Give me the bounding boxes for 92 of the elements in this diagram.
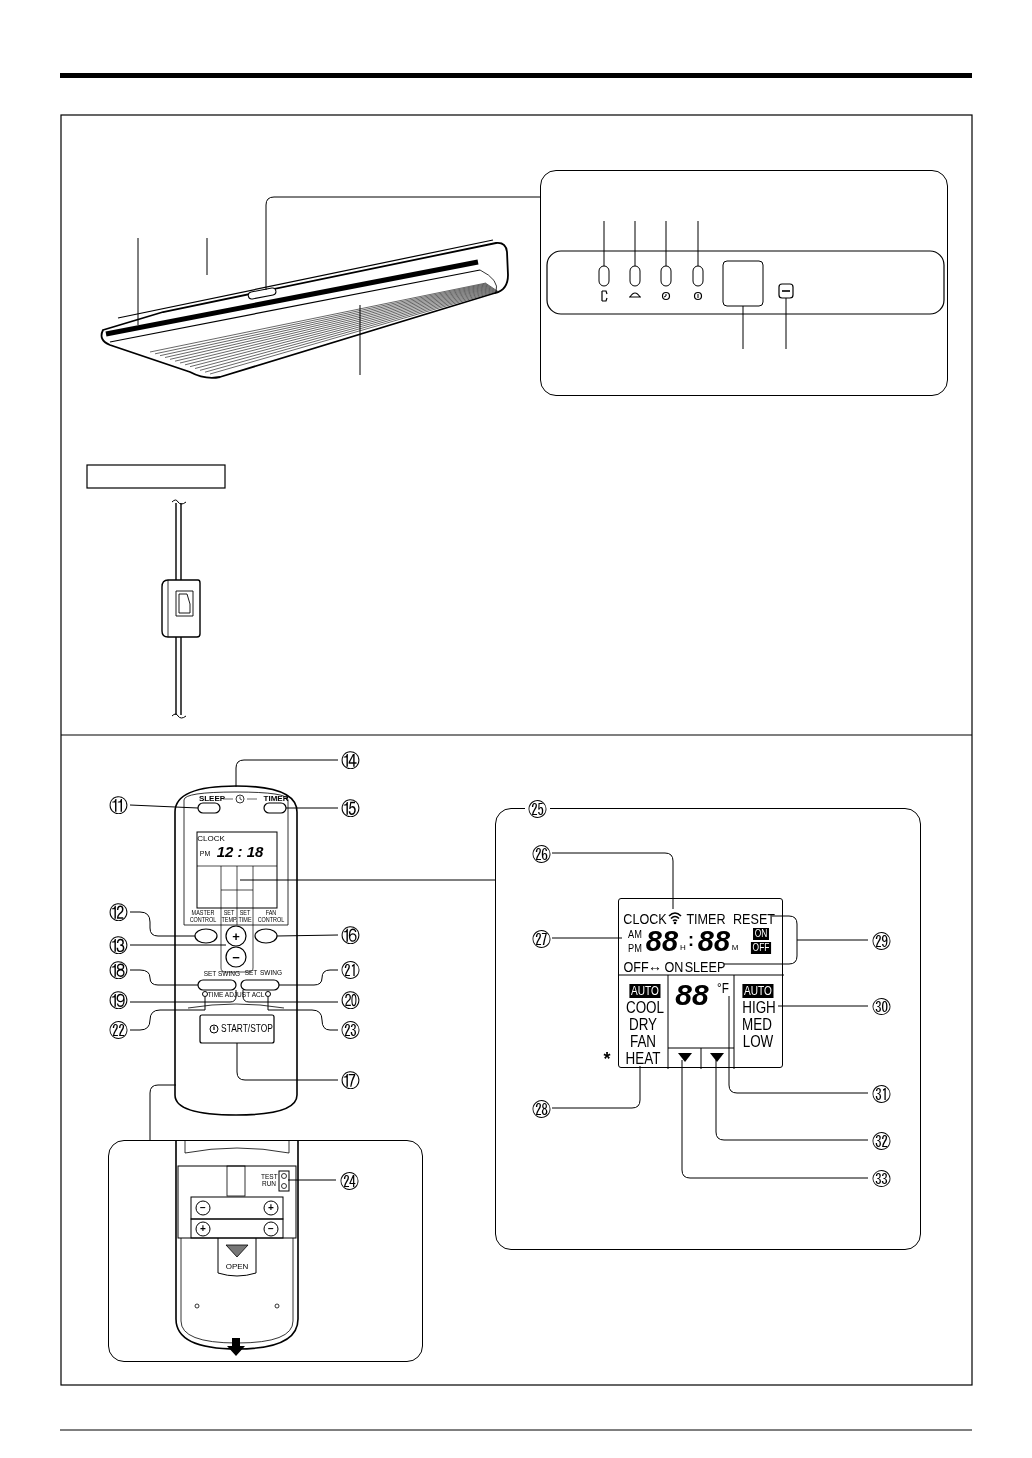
leader-line bbox=[129, 804, 199, 809]
callout-number: ⑱ bbox=[106, 958, 130, 982]
leader-line bbox=[149, 1084, 177, 1141]
lcd-indicator: RESET bbox=[733, 910, 775, 926]
remote-back-drawing bbox=[176, 1141, 298, 1349]
leader-line bbox=[236, 1042, 339, 1081]
lcd-indicator: M bbox=[731, 944, 739, 952]
leader-line bbox=[551, 852, 674, 910]
button-label: + bbox=[232, 929, 240, 943]
lcd-indicator: : bbox=[688, 931, 694, 949]
lcd-indicator: COOL bbox=[625, 1000, 665, 1016]
leader-line bbox=[267, 996, 339, 1031]
lcd-digits: 88 bbox=[645, 926, 679, 956]
lcd-display bbox=[618, 898, 783, 1068]
callout-number: ㉖ bbox=[529, 842, 553, 866]
polarity-sign: − bbox=[200, 1203, 206, 1213]
callout-number: ⑳ bbox=[338, 988, 362, 1012]
callout-number: ⑫ bbox=[106, 900, 130, 924]
lcd-indicator: DRY bbox=[628, 1017, 658, 1033]
lcd-indicator: LOW bbox=[742, 1034, 774, 1050]
callout-number: ㉑ bbox=[338, 958, 362, 982]
lcd-indicator: ↔ bbox=[648, 959, 662, 973]
callout-number: ㉗ bbox=[529, 927, 553, 951]
lcd-indicator: °F bbox=[717, 981, 729, 995]
callout-number: ㉒ bbox=[106, 1018, 130, 1042]
callout-number: ⑪ bbox=[106, 793, 130, 817]
leader-line bbox=[265, 196, 541, 291]
leader-line bbox=[715, 1059, 869, 1141]
callout-number: ⑲ bbox=[106, 988, 130, 1012]
leader-line bbox=[239, 879, 496, 881]
leader-line bbox=[129, 989, 237, 1003]
callout-number: ㉓ bbox=[338, 1018, 362, 1042]
callout-number: ㉙ bbox=[869, 929, 893, 953]
lcd-indicator: H bbox=[680, 944, 686, 952]
polarity-sign: + bbox=[200, 1224, 206, 1234]
leader-line bbox=[278, 969, 339, 986]
lcd-indicator: HEAT bbox=[625, 1051, 661, 1067]
leader-line bbox=[287, 1179, 337, 1181]
leader-line bbox=[551, 1065, 641, 1109]
asterisk-mark: * bbox=[603, 1050, 611, 1068]
callout-number: ⑮ bbox=[338, 796, 362, 820]
leader-line bbox=[129, 911, 196, 937]
leader-line bbox=[681, 1059, 869, 1179]
lcd-indicator: PM bbox=[628, 942, 642, 954]
callout-number: ⑰ bbox=[338, 1068, 362, 1092]
lcd-indicator: TIMER bbox=[686, 910, 726, 926]
polarity-sign: − bbox=[268, 1224, 274, 1234]
callout-number: ㉚ bbox=[869, 995, 893, 1019]
cover-label: OPEN bbox=[225, 1263, 249, 1271]
detail-panel bbox=[108, 1140, 423, 1362]
screen-text: CLOCK bbox=[197, 835, 225, 843]
button-label: START/STOP bbox=[221, 1024, 273, 1034]
detail-panel bbox=[540, 170, 948, 396]
leader-line bbox=[551, 937, 623, 939]
callout-number: ㉘ bbox=[529, 1097, 553, 1121]
lcd-indicator: OFF bbox=[623, 958, 649, 974]
lcd-indicator: ON bbox=[753, 928, 769, 940]
leader-line bbox=[129, 996, 206, 1031]
lcd-digits: 88 bbox=[697, 926, 731, 956]
lcd-indicator: ON bbox=[664, 958, 684, 974]
lcd-indicator: MED bbox=[742, 1017, 772, 1033]
lcd-indicator: CLOCK bbox=[623, 910, 667, 926]
lcd-digits: 88 bbox=[675, 980, 709, 1010]
lcd-indicator: HIGH bbox=[742, 1000, 776, 1016]
lcd-indicator: AUTO bbox=[629, 984, 661, 998]
polarity-sign: + bbox=[268, 1203, 274, 1213]
button-label: − bbox=[232, 950, 240, 964]
callout-number: ㉔ bbox=[337, 1169, 361, 1193]
leader-line bbox=[242, 989, 339, 1003]
remote-control-drawing bbox=[175, 786, 297, 1115]
screen-digits: 12 : 18 bbox=[216, 843, 264, 859]
callout-number: ⑯ bbox=[338, 923, 362, 947]
button-label: SLEEP bbox=[198, 795, 226, 803]
callout-number: ⑬ bbox=[106, 933, 130, 957]
callout-number: ㉝ bbox=[869, 1167, 893, 1191]
lcd-indicator: AUTO bbox=[742, 984, 774, 998]
lcd-indicator: SLEEP bbox=[684, 958, 726, 974]
lcd-indicator: OFF bbox=[750, 942, 772, 954]
callout-number: ⑭ bbox=[338, 748, 362, 772]
callout-number: ㉜ bbox=[869, 1129, 893, 1153]
callout-number: ㉛ bbox=[869, 1082, 893, 1106]
leader-line bbox=[285, 807, 339, 809]
leader-line bbox=[129, 969, 199, 986]
callout-number: ㉕ bbox=[525, 797, 550, 821]
leader-line bbox=[235, 759, 339, 788]
leader-line bbox=[129, 944, 227, 946]
leader-line bbox=[777, 1005, 869, 1007]
leader-line bbox=[728, 995, 869, 1094]
lcd-indicator: AM bbox=[628, 928, 642, 940]
leader-line bbox=[276, 934, 339, 937]
button-label: TIMER bbox=[263, 795, 289, 803]
lcd-indicator: FAN bbox=[629, 1034, 657, 1050]
